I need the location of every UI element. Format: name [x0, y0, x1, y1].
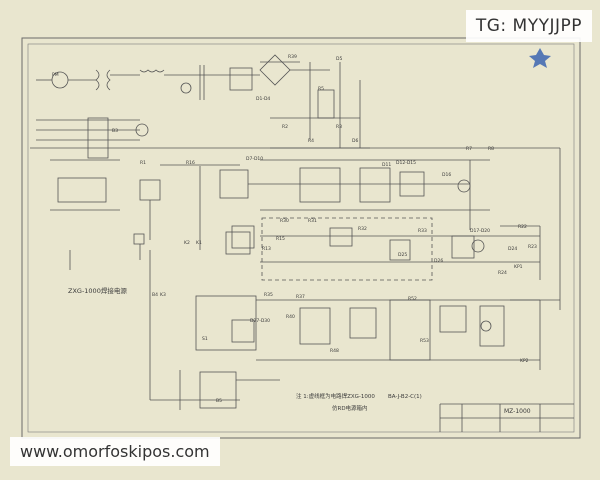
component-label: R31 — [308, 218, 317, 224]
component-label: R32 — [358, 226, 367, 232]
component-label: D17-D20 — [470, 228, 490, 234]
component-label: R22 — [518, 224, 527, 230]
component-label: D26 — [434, 258, 443, 264]
component-label: R2 — [282, 124, 288, 130]
component-label: R4 — [308, 138, 314, 144]
component-label: R3 — [336, 124, 342, 130]
component-label: R5 — [318, 86, 324, 92]
component-label: D24 — [508, 246, 517, 252]
component-label: R16 — [186, 160, 195, 166]
caption-line-2: 仿RD电源箱内 — [332, 404, 368, 412]
component-label: R1 — [140, 160, 146, 166]
component-label: R52 — [408, 296, 417, 302]
component-label: D16 — [442, 172, 451, 178]
component-label: PM — [52, 72, 59, 78]
component-label: B3 — [112, 128, 118, 134]
component-label: R7 — [466, 146, 472, 152]
component-label: R37 — [296, 294, 305, 300]
component-label: S1 — [202, 336, 208, 342]
component-label: D5 — [336, 56, 342, 62]
telegram-tag-banner: TG: MYYJJPP — [465, 10, 592, 42]
component-label: R30 — [280, 218, 289, 224]
component-label: D7-D10 — [246, 156, 263, 162]
component-label: R24 — [498, 270, 507, 276]
component-label: K1 — [196, 240, 202, 246]
component-label: D27-D30 — [250, 318, 270, 324]
watermark-logo — [529, 48, 551, 68]
component-label: D12-D15 — [396, 160, 416, 166]
component-label: R8 — [488, 146, 494, 152]
component-label: B5 — [216, 398, 222, 404]
component-label: R33 — [418, 228, 427, 234]
caption-line-1: 注 1:虚线框为电路焊ZXG-1000 — [296, 392, 375, 400]
left-panel-label: ZXG-1000焊接电源 — [68, 286, 127, 295]
component-label: D25 — [398, 252, 407, 258]
component-label: R23 — [528, 244, 537, 250]
component-label: R13 — [262, 246, 271, 252]
component-label: D1-D4 — [256, 96, 270, 102]
component-label: KP1 — [514, 264, 523, 270]
component-label: D11 — [382, 162, 391, 168]
component-label: R48 — [330, 348, 339, 354]
component-label: R53 — [420, 338, 429, 344]
title-block-code: MZ-1000 — [504, 408, 531, 415]
component-label: K3 — [160, 292, 166, 298]
component-label: D6 — [352, 138, 358, 144]
component-label: B4 — [152, 292, 158, 298]
website-url-banner: www.omorfoskipos.com — [10, 437, 220, 466]
component-label: R40 — [286, 314, 295, 320]
component-label: R39 — [288, 54, 297, 60]
component-label: R15 — [276, 236, 285, 242]
component-label: R35 — [264, 292, 273, 298]
component-label: KP2 — [520, 358, 529, 364]
component-label: K2 — [184, 240, 190, 246]
caption-reference: BA-J-B2-C(1) — [388, 394, 422, 400]
